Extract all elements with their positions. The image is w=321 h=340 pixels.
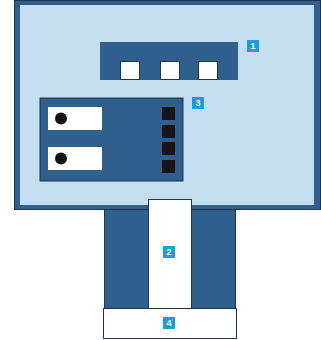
- control-panel: [40, 98, 183, 181]
- button: [162, 125, 175, 138]
- button: [162, 160, 175, 173]
- key-panel: [100, 42, 238, 80]
- switch-knob: [55, 113, 67, 125]
- callout-number: 2: [163, 246, 175, 258]
- stand-strip: [149, 200, 192, 309]
- key: [161, 62, 180, 80]
- callout-number: 3: [192, 97, 204, 109]
- callout-number: 1: [247, 40, 259, 52]
- button: [162, 107, 175, 120]
- callout-number: 4: [163, 317, 175, 329]
- key: [121, 62, 140, 80]
- screen-face: [20, 5, 314, 205]
- switch-plate: [48, 147, 102, 170]
- button: [162, 142, 175, 155]
- switch-plate: [48, 107, 102, 130]
- switch-knob: [55, 153, 67, 165]
- base: [104, 309, 237, 339]
- housing: [15, 1, 321, 210]
- key: [199, 62, 218, 80]
